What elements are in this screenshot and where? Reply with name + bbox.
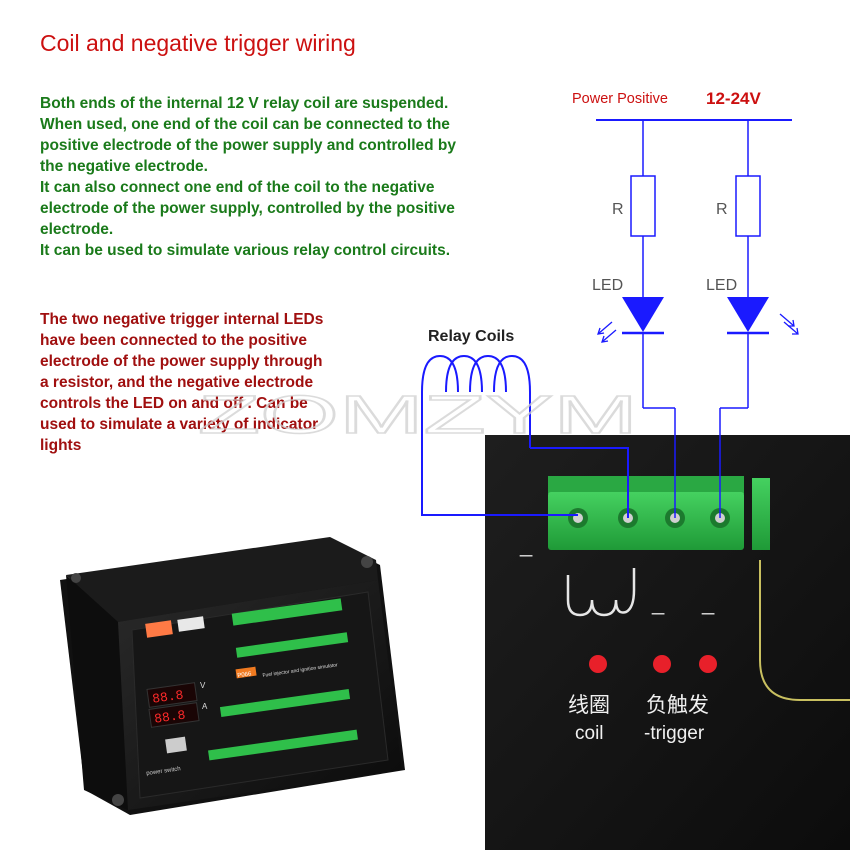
text-line: used to simulate a variety of indicator [40, 416, 319, 433]
unit-v-label: V [200, 681, 206, 690]
text-line: positive electrode of the power supply a… [40, 137, 456, 154]
voltage-readout: 88.8 [151, 687, 184, 706]
trigger-description: The two negative trigger internal LEDs h… [40, 309, 385, 456]
branch-left: R LED [592, 120, 676, 518]
device-screw [112, 794, 124, 806]
device-screw [361, 556, 373, 568]
minus-sign: _ [519, 532, 533, 557]
text-line: electrode of the power supply through [40, 353, 323, 370]
board-closeup: _ _ _ 线圈 coil 负触发 -trigger [485, 435, 850, 850]
power-switch[interactable] [165, 736, 187, 754]
text-line: electrode. [40, 221, 114, 238]
text-line: controls the LED on and off . Can be [40, 395, 308, 412]
light-emission-icon [597, 321, 617, 343]
resistor-label: R [612, 201, 624, 218]
text-line: Both ends of the internal 12 V relay coi… [40, 95, 449, 112]
coil-wire-right [530, 447, 629, 518]
resistor-icon [630, 175, 656, 237]
current-display [148, 702, 200, 728]
relay-coil-icon [421, 354, 531, 448]
coil-symbol-icon [566, 568, 636, 617]
text-line: a resistor, and the negative electrode [40, 374, 314, 391]
terminal-row [208, 729, 358, 761]
text-line: It can also connect one end of the coil … [40, 179, 435, 196]
power-switch-label: power switch [146, 766, 181, 777]
text-line: When used, one end of the coil can be co… [40, 116, 450, 133]
device-screw [71, 573, 81, 583]
led-diode-icon [727, 297, 769, 332]
trigger-label-cn: 负触发 [646, 694, 709, 717]
power-positive-label: Power Positive [572, 91, 668, 107]
resistor-label: R [716, 201, 728, 218]
current-readout: 88.8 [153, 707, 186, 726]
title-badge [235, 666, 257, 679]
coil-indicator-led [589, 655, 607, 673]
terminal-block [548, 476, 744, 550]
led-label: LED [592, 277, 623, 294]
text-line: have been connected to the positive [40, 332, 308, 349]
page-title: Coil and negative trigger wiring [40, 30, 356, 56]
coil-label-cn: 线圈 [568, 694, 610, 717]
trigger-label-en: -trigger [644, 723, 705, 744]
terminal-row [235, 632, 349, 658]
text-line: The two negative trigger internal LEDs [40, 311, 324, 328]
relay-coils-label: Relay Coils [428, 328, 514, 345]
text-line: electrode of the power supply, controlle… [40, 200, 455, 217]
text-line: lights [40, 437, 82, 454]
device-side [66, 575, 128, 810]
coil-label-en: coil [575, 723, 604, 744]
power-connector [145, 620, 173, 638]
trigger-indicator-led [653, 655, 671, 673]
terminal-row [231, 598, 343, 626]
unit-a-label: A [202, 702, 208, 711]
light-emission-icon [779, 313, 799, 335]
text-line: It can be used to simulate various relay… [40, 242, 451, 259]
text-line: the negative electrode. [40, 158, 208, 175]
voltage-display [146, 682, 198, 708]
trigger-indicator-led [699, 655, 717, 673]
output-connector [177, 616, 205, 632]
panel-title: P066 [237, 671, 252, 679]
watermark: ZOMZYM [198, 385, 638, 445]
device-top [66, 537, 378, 622]
coil-wire-left [421, 392, 578, 516]
led-label: LED [706, 277, 737, 294]
terminal-screw [568, 508, 588, 528]
simulator-device: P066 Fuel injector and ignition simulato… [60, 537, 405, 815]
wire-yellow [759, 560, 850, 701]
power-voltage-label: 12-24V [706, 89, 761, 108]
adjacent-connector [752, 478, 770, 550]
branch-right: R LED [706, 120, 799, 518]
coil-description: Both ends of the internal 12 V relay coi… [40, 93, 520, 261]
terminal-row [219, 689, 351, 717]
led-diode-icon [622, 297, 664, 332]
resistor-icon [735, 175, 761, 237]
trigger-mark: _ [701, 590, 715, 615]
trigger-mark: _ [651, 590, 665, 615]
